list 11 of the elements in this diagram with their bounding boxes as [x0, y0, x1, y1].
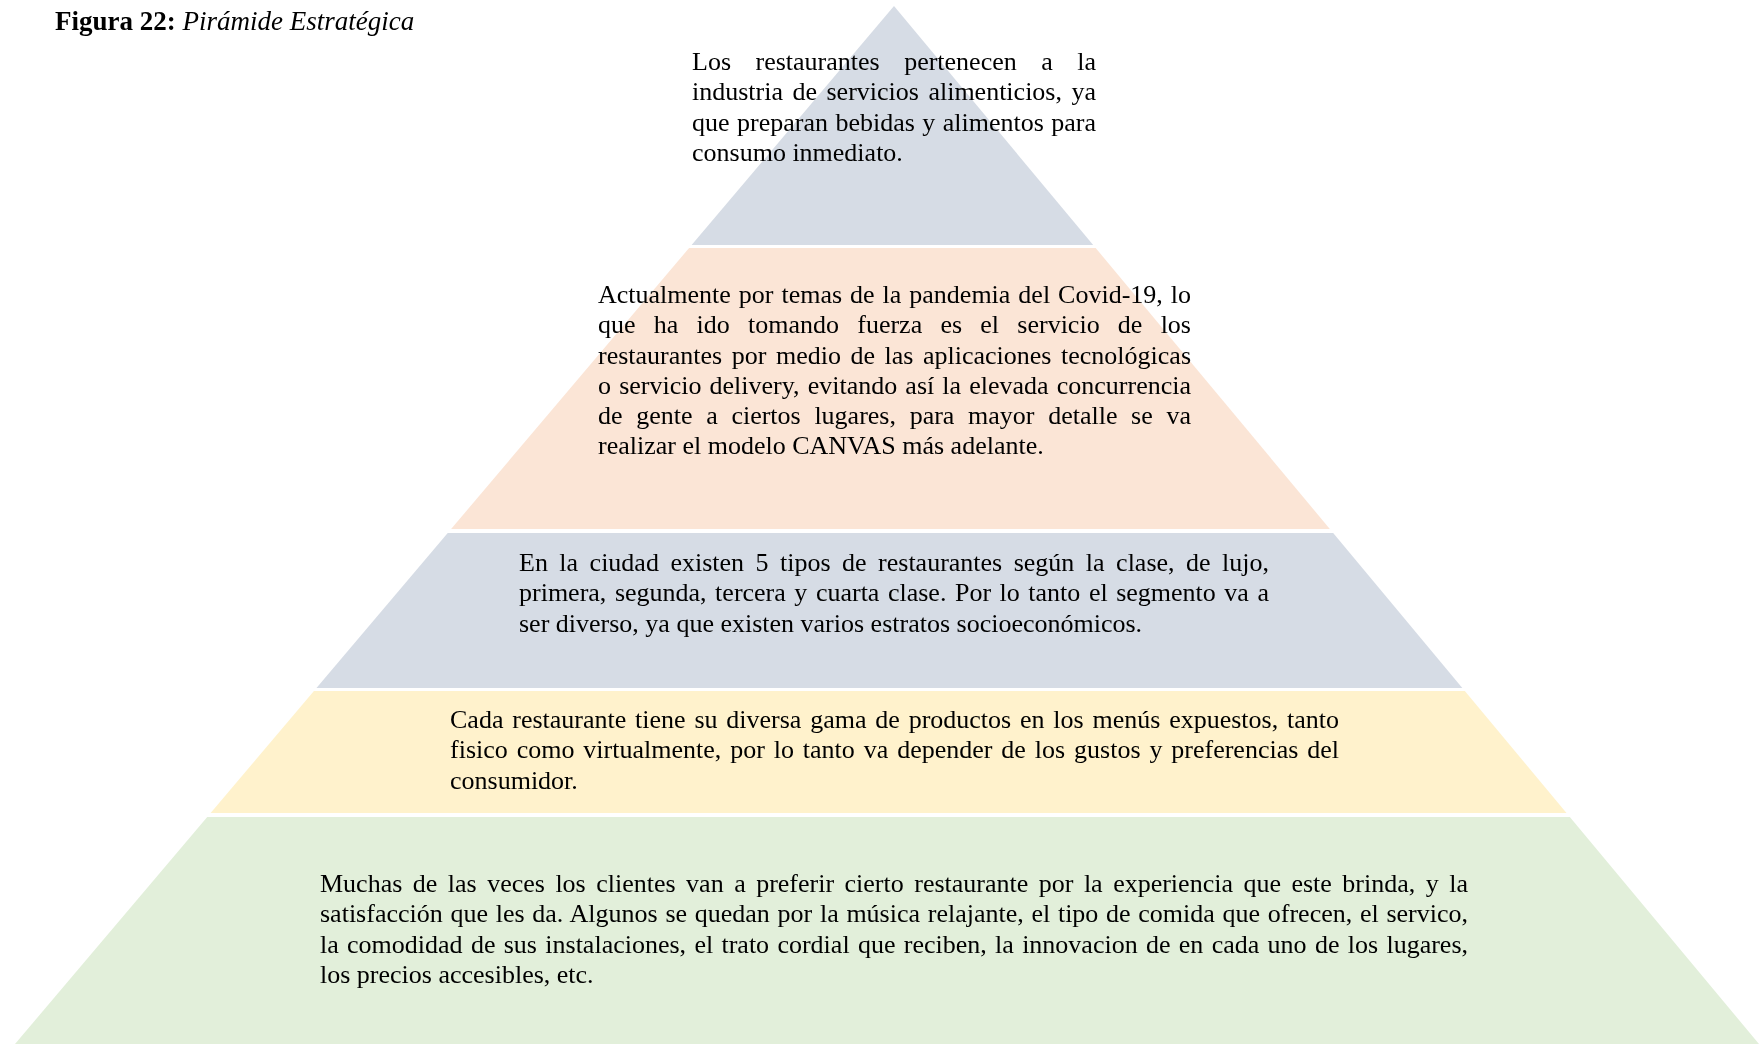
pyramid-tier	[316, 533, 1463, 688]
tier-text: Muchas de las veces los clientes van a preferir cierto restaurante por la experiencia que este brinda, y la satisfacción que les da. Algunos se quedan por la música relajante, el tipo de comida que ofrecen, el servico, la comodidad de sus instalaciones, el trato cordial que reciben, la innovacion de en cada uno de los lugares, los precios accesibles, etc.	[320, 869, 1468, 991]
pyramid-tier	[15, 817, 1759, 1044]
tier-text: Actualmente por temas de la pandemia del Covid-19, lo que ha ido tomando fuerza es el servicio de los restaurantes por medio de las aplicaciones tecnológicas o servicio delivery, evitando así la elevada concurrencia de gente a ciertos lugares, para mayor detalle se va realizar el modelo CANVAS más adelante.	[598, 280, 1191, 462]
figure-title: Figura 22: Pirámide Estratégica	[55, 6, 415, 37]
tier-text: Los restaurantes pertenecen a la industria de servicios alimenticios, ya que preparan bebidas y alimentos para consumo inmediato.	[692, 47, 1096, 169]
tier-text: Cada restaurante tiene su diversa gama de productos en los menús expuestos, tanto fisico como virtualmente, por lo tanto va depender de los gustos y preferencias del consumidor.	[450, 705, 1339, 796]
tier-text: En la ciudad existen 5 tipos de restaurantes según la clase, de lujo, primera, segunda, tercera y cuarta clase. Por lo tanto el segmento va a ser diverso, ya que existen varios estratos socioeconómicos.	[519, 548, 1269, 639]
pyramid-tier	[210, 691, 1567, 813]
pyramid-tier	[451, 248, 1330, 529]
pyramid-tier	[691, 6, 1094, 245]
